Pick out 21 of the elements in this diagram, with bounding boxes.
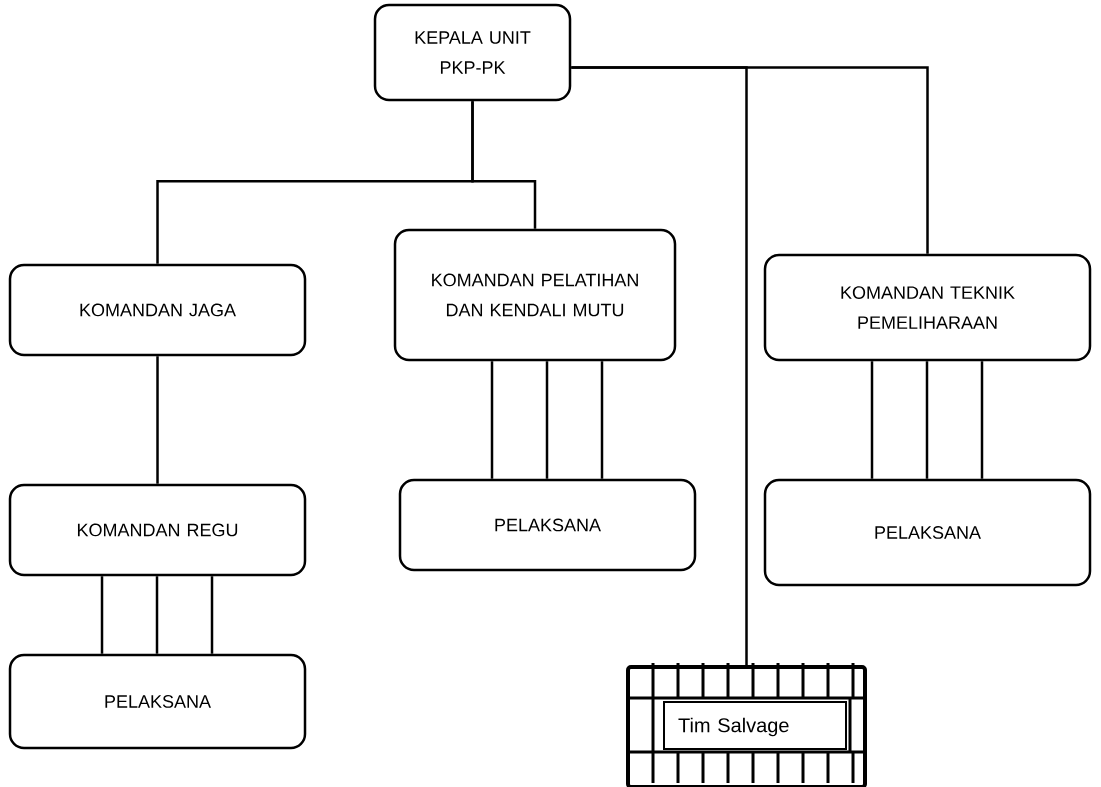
connector-line [156, 356, 159, 484]
org-box: KOMANDAN PELATIHAN DAN KENDALI MUTU [393, 228, 677, 362]
org-box: KOMANDAN JAGA [8, 263, 307, 357]
connector-line [571, 66, 748, 665]
org-box: PELAKSANA [763, 478, 1092, 587]
org-box: PELAKSANA [398, 478, 697, 572]
connector-line [545, 361, 549, 479]
connector-line [600, 361, 604, 479]
connector-line [471, 101, 537, 229]
org-box: KEPALA UNIT PKP-PK [373, 3, 572, 102]
org-box: KOMANDAN TEKNIK PEMELIHARAAN [763, 253, 1092, 362]
connector-line [980, 361, 984, 479]
connector-line [490, 361, 494, 479]
connector-line [100, 576, 104, 654]
connector-line [155, 576, 159, 654]
connector-line [870, 361, 874, 479]
org-box: KOMANDAN REGU [8, 483, 307, 577]
connector-line [210, 576, 214, 654]
connector-line [925, 361, 929, 479]
org-box: PELAKSANA [8, 653, 307, 750]
grid-box: Tim Salvage [626, 663, 867, 787]
